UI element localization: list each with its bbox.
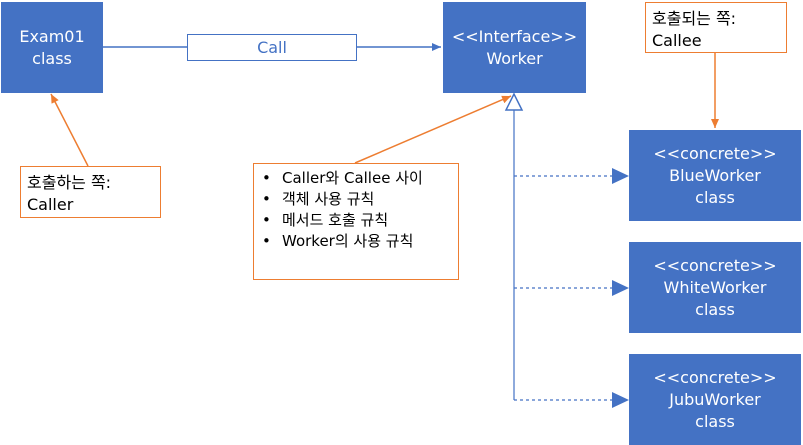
caller-note: 호출하는 쪽: Caller [20,166,161,218]
rules-list: Caller와 Callee 사이 객체 사용 규칙 메서드 호출 규칙 Wor… [254,164,458,252]
branch-blueworker-arrowhead [612,168,629,184]
callee-note: 호출되는 쪽: Callee [645,2,787,53]
caller-note-line1: 호출하는 쪽: [27,173,112,192]
callout-caller-line [50,93,89,167]
whiteworker-kind: class [695,299,735,319]
whiteworker-stereotype: <<concrete>> [653,255,777,275]
blueworker-stereotype: <<concrete>> [653,143,777,163]
exam01-class-box: Exam01 class [1,2,103,93]
exam01-class-kind: class [32,48,72,68]
jubuworker-kind: class [695,411,735,431]
worker-interface-box: <<Interface>> Worker [443,2,586,93]
jubuworker-stereotype: <<concrete>> [653,367,777,387]
blueworker-kind: class [695,187,735,207]
blueworker-class-box: <<concrete>> BlueWorker class [629,130,801,221]
callout-rules-line [354,95,512,164]
rule-item: 객체 사용 규칙 [262,189,458,210]
call-label-box: Call [187,34,357,61]
whiteworker-name: WhiteWorker [663,277,767,297]
blueworker-name: BlueWorker [669,165,761,185]
rule-item: Caller와 Callee 사이 [262,168,458,189]
rule-item: Worker의 사용 규칙 [262,231,458,252]
jubuworker-name: JubuWorker [669,389,761,409]
worker-stereotype: <<Interface>> [451,26,578,46]
jubuworker-class-box: <<concrete>> JubuWorker class [629,354,801,445]
rule-item: 메서드 호출 규칙 [262,210,458,231]
worker-name: Worker [486,48,543,68]
branch-jubuworker-arrowhead [612,392,629,408]
exam01-class-name: Exam01 [19,26,85,46]
whiteworker-class-box: <<concrete>> WhiteWorker class [629,242,801,333]
callee-note-line2: Callee [652,31,702,50]
caller-note-line2: Caller [27,195,74,214]
rules-note: Caller와 Callee 사이 객체 사용 규칙 메서드 호출 규칙 Wor… [253,163,459,280]
call-label-text: Call [257,38,287,57]
branch-whiteworker-arrowhead [612,280,629,296]
callee-note-line1: 호출되는 쪽: [652,9,737,28]
